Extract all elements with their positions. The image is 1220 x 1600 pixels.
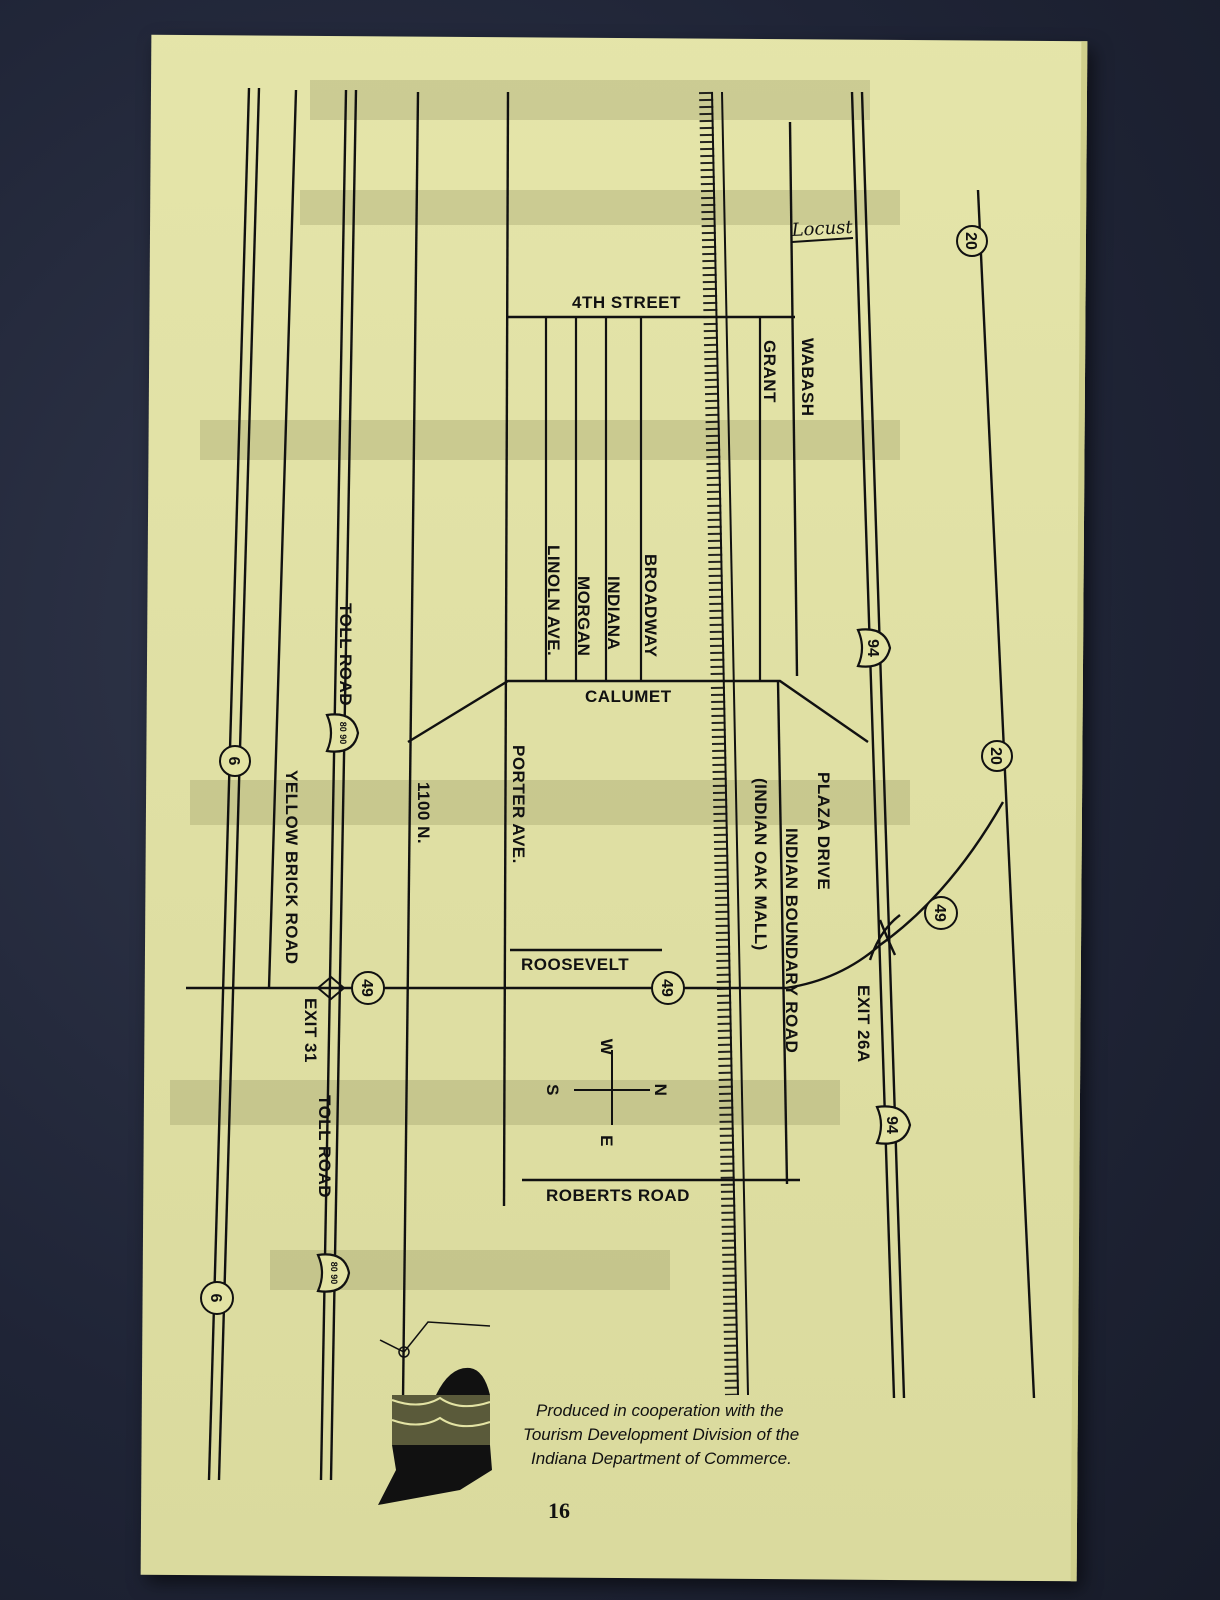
yellow-brick-road-label: YELLOW BRICK ROAD: [282, 770, 301, 965]
indiana-label: INDIANA: [604, 576, 623, 650]
us20-shield-upper: 20: [956, 225, 988, 257]
credit-line-2: Tourism Development Division of the: [523, 1425, 799, 1444]
svg-text:6: 6: [225, 757, 242, 766]
calumet-line: [407, 679, 869, 744]
us20-line: [976, 189, 1036, 1399]
svg-text:94: 94: [864, 639, 881, 657]
us6-road: [207, 87, 261, 1481]
sr49-shield-west: 49: [351, 971, 385, 1005]
toll-shield-upper: 80 90: [325, 713, 360, 753]
us6-shield-upper: 6: [219, 745, 251, 777]
us20-shield-lower: 20: [981, 740, 1013, 772]
toll-road-label-upper: TOLL ROAD: [336, 603, 355, 706]
compass-e: E: [597, 1135, 616, 1147]
svg-text:20: 20: [987, 747, 1004, 765]
indiana-tourism-logo: [378, 1321, 492, 1505]
toll-shield-lower: 80 90: [316, 1253, 351, 1293]
grant-label: GRANT: [760, 340, 779, 403]
locust-handwritten-label: Locust: [790, 217, 854, 241]
toll-road: [319, 89, 358, 1481]
exit31-interchange: [316, 975, 346, 1001]
svg-text:94: 94: [883, 1116, 900, 1134]
compass-rose: W E S N: [543, 1039, 670, 1147]
plaza-drive-label: PLAZA DRIVE: [814, 772, 833, 890]
broadway-label: BROADWAY: [641, 554, 660, 658]
us6-shield-lower: 6: [200, 1281, 234, 1315]
i94-road: [850, 91, 906, 1399]
svg-text:6: 6: [207, 1294, 224, 1303]
railroad: [699, 91, 749, 1396]
fourth-street-label: 4TH STREET: [572, 293, 681, 312]
svg-text:80 90: 80 90: [329, 1262, 339, 1285]
exit-31-label: EXIT 31: [301, 998, 320, 1063]
i94-shield-upper: 94: [856, 628, 892, 668]
road-1100n-label: 1100 N.: [414, 782, 433, 844]
svg-text:49: 49: [358, 979, 375, 997]
wabash-line: [788, 121, 799, 677]
indian-boundary-road-label: INDIAN BOUNDARY ROAD: [782, 828, 801, 1053]
locust-underline: [791, 237, 854, 243]
credit-block: Produced in cooperation with the Tourism…: [523, 1401, 799, 1468]
yellow-brick-road-line: [267, 89, 298, 989]
toll-road-label-lower: TOLL ROAD: [315, 1095, 334, 1198]
compass-w: W: [597, 1039, 616, 1056]
compass-s: S: [543, 1084, 562, 1096]
exit-26a-label: EXIT 26A: [854, 985, 873, 1063]
linoln-ave-label: LINOLN AVE.: [544, 545, 563, 656]
roberts-road-label: ROBERTS ROAD: [546, 1186, 690, 1205]
calumet-label: CALUMET: [585, 687, 672, 706]
page-number: 16: [548, 1498, 570, 1523]
porter-ave-line: [502, 91, 510, 1207]
svg-text:80 90: 80 90: [338, 722, 348, 745]
indian-boundary-road-line: [776, 680, 789, 1185]
i94-shield-lower: 94: [875, 1105, 912, 1145]
svg-text:49: 49: [658, 979, 675, 997]
roosevelt-label: ROOSEVELT: [521, 955, 629, 974]
bleed-through-text: [170, 80, 910, 1290]
sr49-shield-east: 49: [924, 896, 958, 930]
downtown-streets: [544, 317, 762, 680]
svg-text:49: 49: [931, 904, 948, 922]
indian-oak-mall-label: (INDIAN OAK MALL): [751, 778, 770, 951]
wabash-label: WABASH: [798, 338, 817, 417]
morgan-label: MORGAN: [574, 576, 593, 656]
road-1100n-line: [401, 91, 420, 1401]
credit-line-3: Indiana Department of Commerce.: [531, 1449, 792, 1468]
sr49-road: [186, 801, 1005, 990]
sr49-shield-center: 49: [651, 971, 685, 1005]
porter-ave-label: PORTER AVE.: [509, 745, 528, 864]
svg-text:20: 20: [962, 232, 979, 250]
credit-line-1: Produced in cooperation with the: [536, 1401, 784, 1420]
compass-n: N: [651, 1084, 670, 1097]
